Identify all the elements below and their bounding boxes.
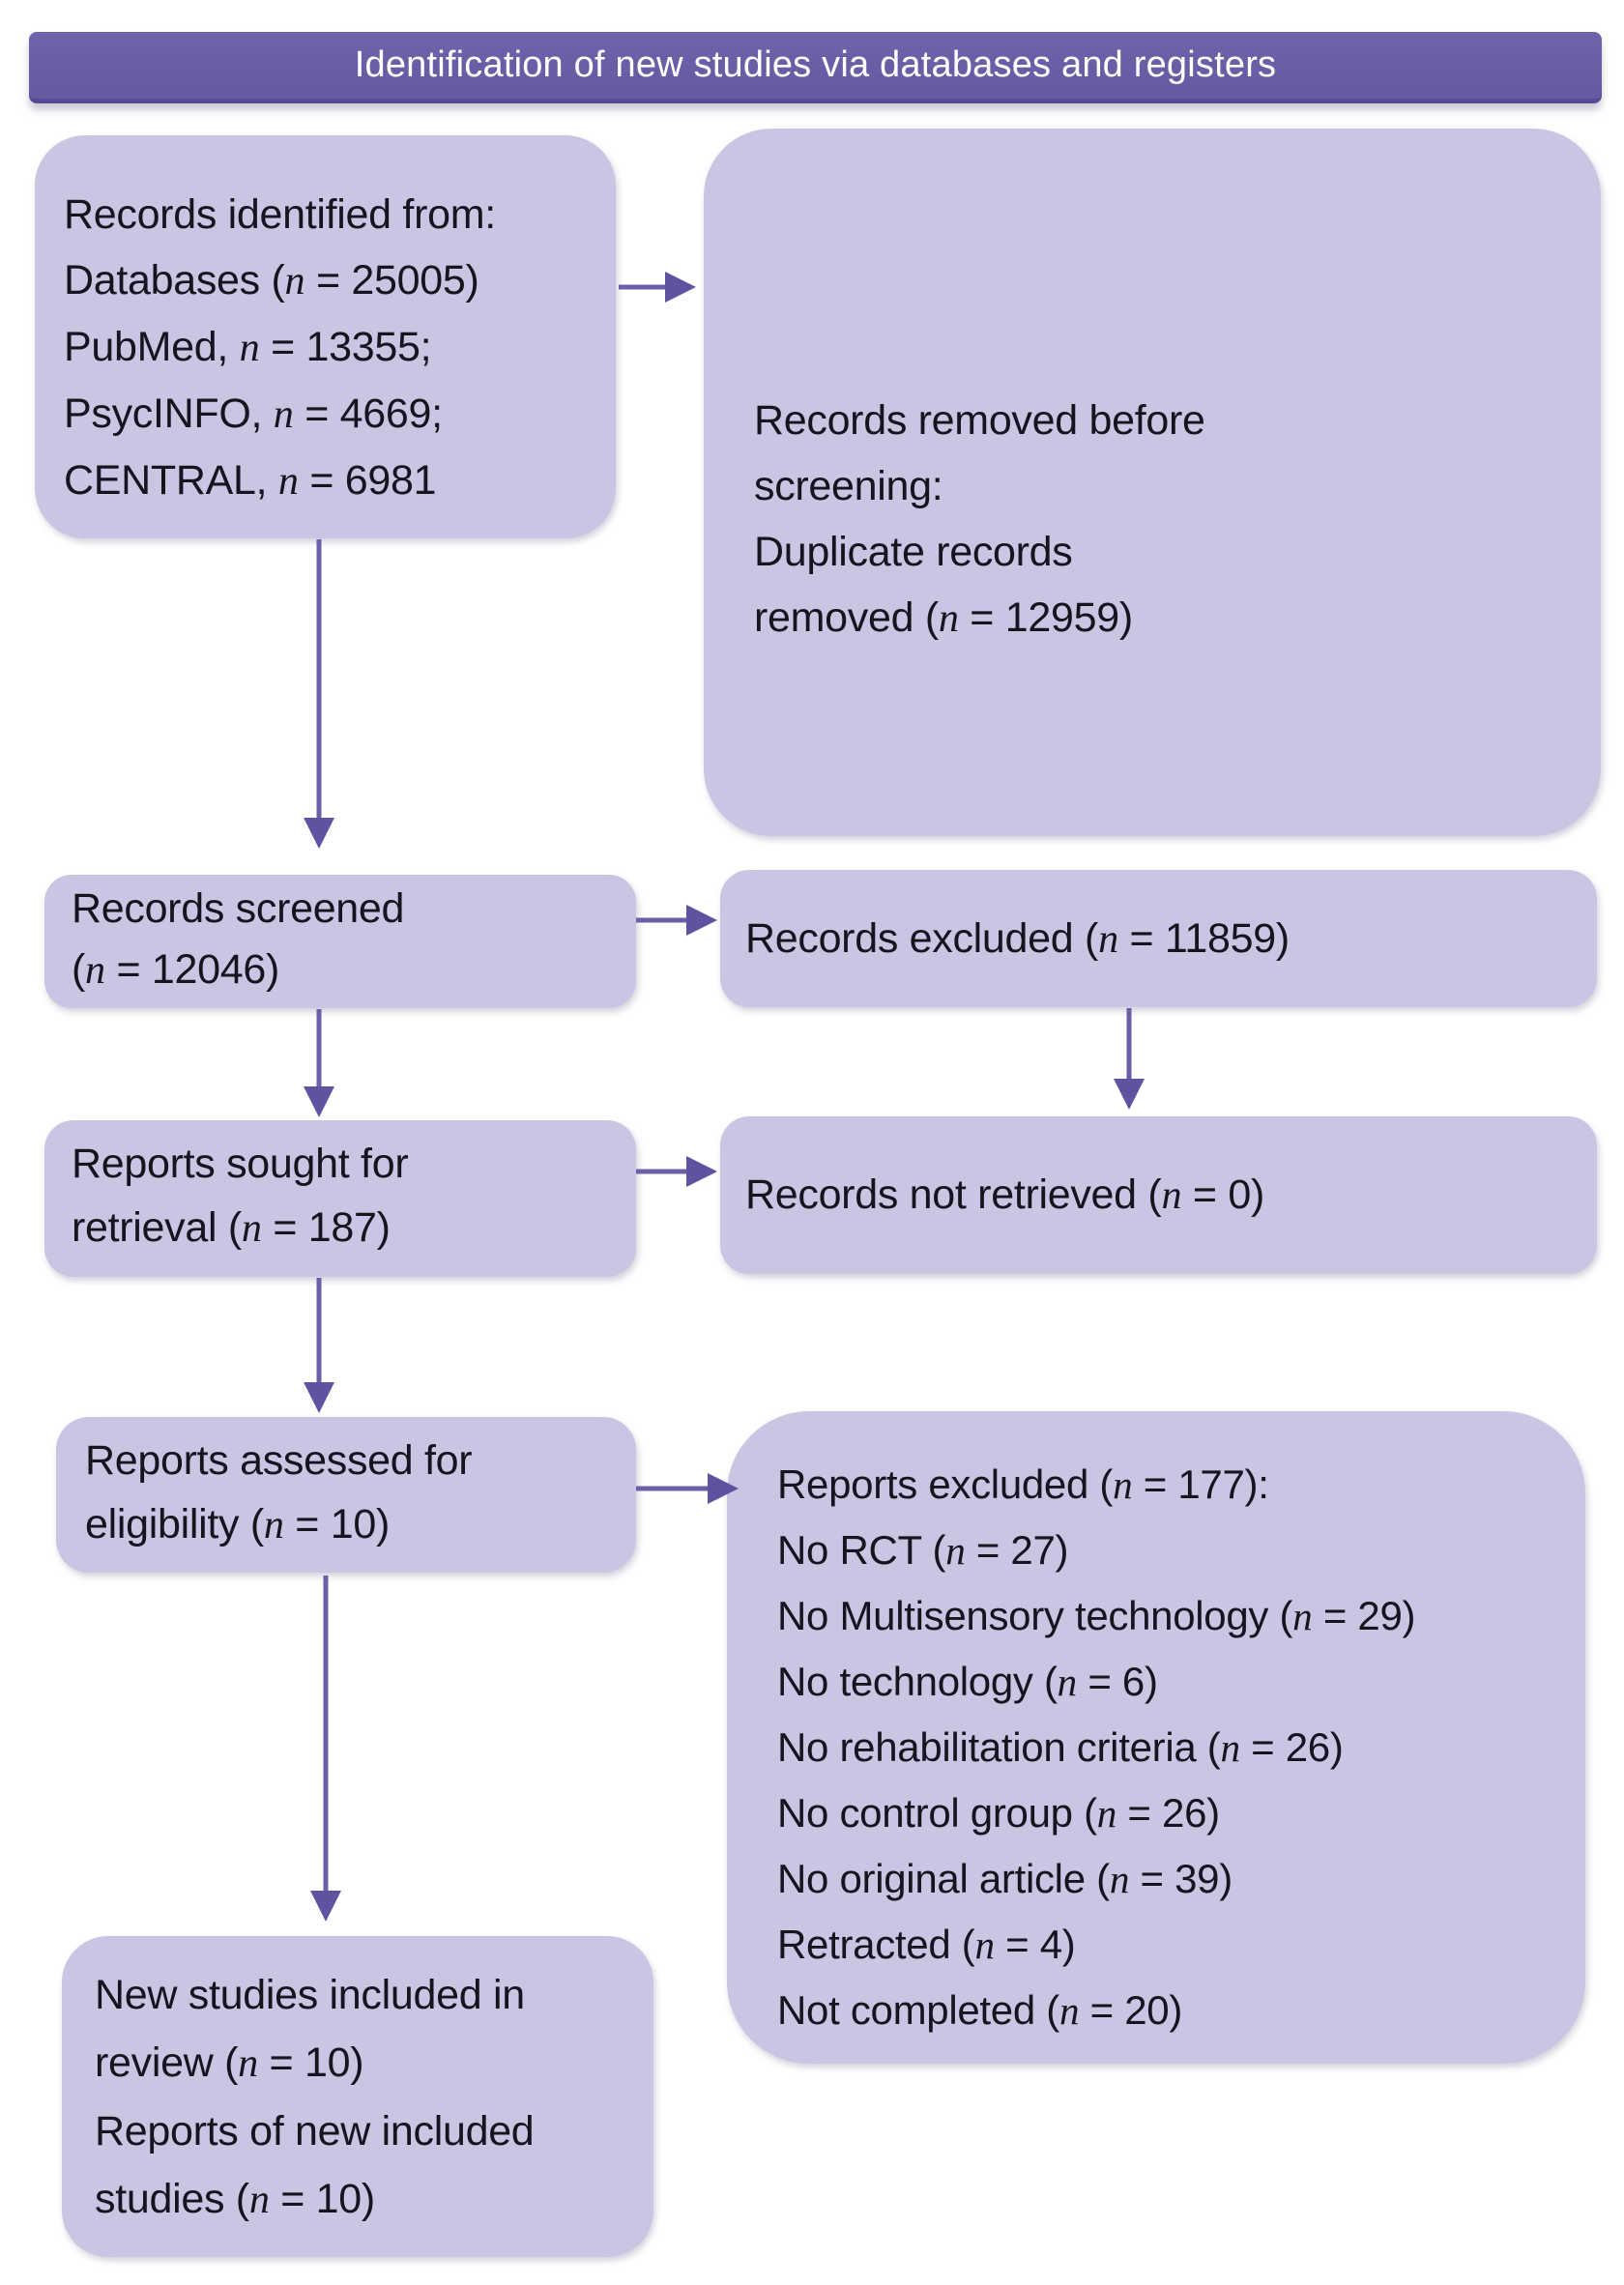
arrow-identified-to-removed: [619, 272, 696, 303]
box-line: review (n = 10): [95, 2039, 364, 2086]
arrow-assessed-to-reports-excluded: [636, 1473, 739, 1504]
box-line: Retracted (n = 4): [777, 1922, 1076, 1967]
box-line: No Multisensory technology (n = 29): [777, 1593, 1416, 1638]
box-line: Databases (n = 25005): [64, 257, 479, 304]
box-line: Duplicate records: [754, 529, 1073, 575]
arrow-head-icon: [304, 1086, 334, 1117]
box-line: No technology (n = 6): [777, 1659, 1158, 1704]
box-line: Reports sought for: [72, 1141, 409, 1187]
box-records-not-retrieved: Records not retrieved (n = 0): [720, 1116, 1597, 1274]
box-line: Records identified from:: [64, 191, 496, 238]
box-line: Reports assessed for: [85, 1437, 473, 1484]
box-reports-excluded: Reports excluded (n = 177): No RCT (n = …: [727, 1411, 1585, 2064]
box-line: No rehabilitation criteria (n = 26): [777, 1724, 1344, 1770]
box-line: studies (n = 10): [95, 2176, 375, 2222]
box-line: Reports excluded (n = 177):: [777, 1461, 1269, 1507]
arrow-head-icon: [1114, 1079, 1145, 1110]
box-line: PubMed, n = 13355;: [64, 324, 432, 370]
arrow-screened-to-sought: [304, 1009, 334, 1117]
box-reports-assessed-for-eligibility: Reports assessed for eligibility (n = 10…: [56, 1417, 636, 1573]
arrow-identified-to-screened: [304, 539, 334, 849]
box-line: No control group (n = 26): [777, 1790, 1220, 1836]
box-line: Records excluded (n = 11859): [745, 914, 1290, 962]
box-new-studies-included: New studies included in review (n = 10) …: [62, 1936, 653, 2257]
box-records-identified: Records identified from: Databases (n = …: [35, 135, 616, 538]
arrow-excluded-to-not-retrieved: [1114, 1008, 1145, 1110]
arrow-head-icon: [665, 272, 696, 303]
arrow-head-icon: [304, 818, 334, 849]
arrow-screened-to-excluded: [636, 905, 717, 936]
box-records-excluded: Records excluded (n = 11859): [720, 870, 1597, 1007]
box-line: Records not retrieved (n = 0): [745, 1171, 1264, 1218]
arrow-head-icon: [310, 1891, 341, 1922]
box-line: New studies included in: [95, 1972, 525, 2018]
box-line: removed (n = 12959): [754, 594, 1133, 641]
box-records-screened: Records screened (n = 12046): [44, 875, 636, 1008]
arrow-head-icon: [304, 1382, 334, 1413]
diagram-title-banner: Identification of new studies via databa…: [29, 32, 1602, 103]
box-line: screening:: [754, 463, 943, 509]
box-line: No RCT (n = 27): [777, 1527, 1069, 1573]
diagram-title: Identification of new studies via databa…: [354, 44, 1277, 85]
box-reports-sought-for-retrieval: Reports sought for retrieval (n = 187): [44, 1120, 636, 1277]
arrow-sought-to-not-retrieved: [636, 1156, 717, 1187]
box-line: retrieval (n = 187): [72, 1204, 391, 1251]
box-line: Records removed before: [754, 397, 1205, 444]
box-line: eligibility (n = 10): [85, 1501, 391, 1547]
box-line: PsycINFO, n = 4669;: [64, 390, 443, 437]
box-line: Reports of new included: [95, 2108, 535, 2155]
box-line: Records screened: [72, 885, 405, 932]
box-records-removed-before-screening: Records removed before screening: Duplic…: [704, 129, 1601, 836]
box-line: (n = 12046): [72, 946, 279, 993]
box-line: Not completed (n = 20): [777, 1987, 1183, 2033]
arrow-head-icon: [686, 1156, 717, 1187]
arrow-head-icon: [686, 905, 717, 936]
box-line: No original article (n = 39): [777, 1856, 1232, 1901]
arrow-assessed-to-included: [310, 1576, 341, 1922]
box-line: CENTRAL, n = 6981: [64, 457, 437, 504]
arrow-sought-to-assessed: [304, 1278, 334, 1413]
